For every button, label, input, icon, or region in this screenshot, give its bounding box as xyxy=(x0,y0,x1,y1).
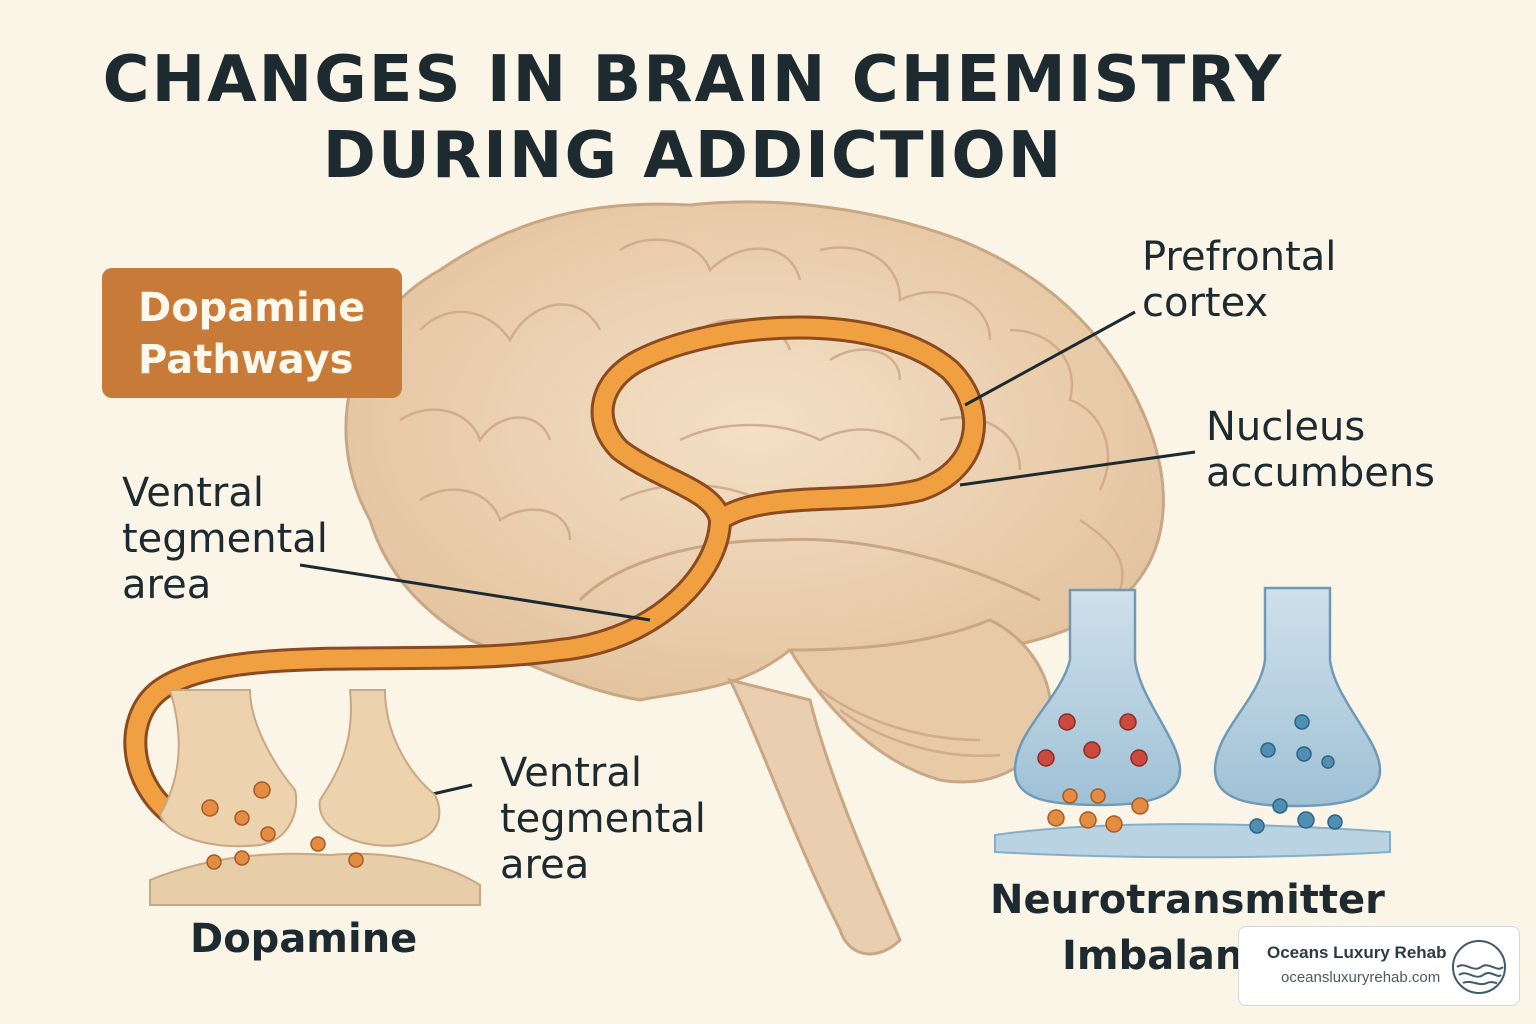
brain-stem xyxy=(727,677,902,956)
label-nucleus-line-2: accumbens xyxy=(1206,450,1436,496)
label-vta-lower-line-3: area xyxy=(500,842,590,888)
label-prefrontal-cortex: Prefrontal cortex xyxy=(1142,234,1336,326)
label-prefrontal-line-2: cortex xyxy=(1142,280,1269,326)
label-vta-lower-line-2: tegmental xyxy=(500,796,706,842)
label-prefrontal-line-1: Prefrontal xyxy=(1142,234,1337,280)
brain-gyri xyxy=(399,238,1124,757)
badge-line-2: Pathways xyxy=(138,337,354,383)
title-line-2: DURING ADDICTION xyxy=(322,119,1064,193)
dopamine-synapse xyxy=(149,689,481,906)
label-vta-lower: Ventral tegmental area xyxy=(500,750,706,888)
label-vta-upper-line-1: Ventral xyxy=(122,470,264,516)
label-vta-upper-line-3: area xyxy=(122,562,212,608)
neurotransmitter-synapse xyxy=(994,586,1391,859)
label-vta-upper: Ventral tegmental area xyxy=(122,470,328,608)
label-neuro-line-1: Neurotransmitter xyxy=(990,877,1385,923)
wave-logo-icon xyxy=(1452,940,1506,994)
label-vta-lower-line-1: Ventral xyxy=(500,750,642,796)
brand-name: Oceans Luxury Rehab xyxy=(1267,943,1447,962)
brand-url: oceansluxuryrehab.com xyxy=(1281,969,1441,986)
label-dopamine: Dopamine xyxy=(190,916,418,962)
brain-cerebrum xyxy=(344,200,1165,702)
page-title: CHANGES IN BRAIN CHEMISTRY DURING ADDICT… xyxy=(0,42,1536,194)
label-nucleus-line-1: Nucleus xyxy=(1206,404,1366,450)
label-vta-upper-line-2: tegmental xyxy=(122,516,328,562)
title-line-1: CHANGES IN BRAIN CHEMISTRY xyxy=(102,43,1284,117)
dopamine-pathways-badge: Dopamine Pathways xyxy=(102,268,402,398)
label-nucleus-accumbens: Nucleus accumbens xyxy=(1206,404,1435,496)
brand-watermark: Oceans Luxury Rehab oceansluxuryrehab.co… xyxy=(1238,926,1520,1006)
badge-line-1: Dopamine xyxy=(138,285,366,331)
